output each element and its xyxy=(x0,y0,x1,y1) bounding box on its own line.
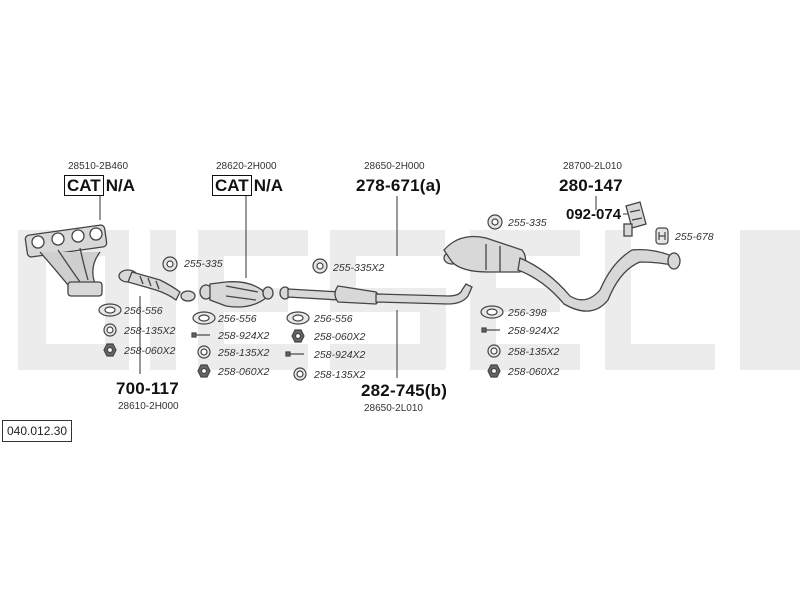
front-pipe-part-number: 700-117 xyxy=(116,379,179,398)
rear-mount-part xyxy=(623,201,647,237)
hanger-label: 255-335 xyxy=(508,217,547,229)
fitting-label: 258-135X2 xyxy=(124,325,176,337)
fitting-label: 258-924X2 xyxy=(314,349,366,361)
bolt-icon xyxy=(191,332,210,338)
fitting-label: 256-556 xyxy=(314,313,353,325)
mid-pipe-b-part-number: 282-745(b) xyxy=(361,381,448,400)
diagram-code-label: 040.012.30 xyxy=(2,420,73,442)
gasket-icon xyxy=(192,311,216,325)
hanger-label: 255-678 xyxy=(675,231,714,243)
fitting-label: 258-060X2 xyxy=(124,345,176,357)
gasket-icon xyxy=(286,311,310,325)
rear-mount-part-number: 092-074 xyxy=(566,206,622,223)
manifold-part xyxy=(24,224,108,297)
fitting-label: 258-135X2 xyxy=(314,369,366,381)
bolt-icon xyxy=(481,327,500,333)
na-text: N/A xyxy=(253,176,283,195)
hanger-icon xyxy=(162,256,178,272)
rear-silencer-part-number: 280-147 xyxy=(559,176,623,195)
fitting-label: 258-060X2 xyxy=(314,331,366,343)
catalyst-part xyxy=(199,281,274,308)
clamp-icon xyxy=(487,344,501,358)
fitting-label: 256-556 xyxy=(124,305,163,317)
fitting-label: 258-924X2 xyxy=(218,330,270,342)
gasket-icon xyxy=(480,305,504,319)
hanger-label: 255-335X2 xyxy=(333,262,385,274)
manifold-oem-number: 28510-2B460 xyxy=(68,161,129,172)
mid-pipe-part xyxy=(279,283,473,305)
bolt-icon xyxy=(285,351,304,357)
hanger-label: 255-335 xyxy=(184,258,223,270)
fitting-label: 258-135X2 xyxy=(218,347,270,359)
front-pipe-oem-number: 28610-2H000 xyxy=(118,401,179,412)
fitting-label: 258-060X2 xyxy=(218,366,270,378)
clamp-icon xyxy=(103,323,117,337)
mid-pipe-a-part-number: 278-671(a) xyxy=(356,176,442,195)
clamp-icon xyxy=(293,367,307,381)
catalyst-oem-number: 28620-2H000 xyxy=(216,161,277,172)
mid-pipe-a-oem-number: 28650-2H000 xyxy=(364,161,425,172)
nut-icon xyxy=(291,329,305,343)
nut-icon xyxy=(197,364,211,378)
rear-silencer-oem-number: 28700-2L010 xyxy=(563,161,622,172)
cat-badge: CAT xyxy=(212,175,252,196)
clamp-icon xyxy=(197,345,211,359)
hanger-icon xyxy=(487,214,503,230)
cat-badge: CAT xyxy=(64,175,104,196)
fitting-icons xyxy=(98,303,504,381)
rear-silencer-part xyxy=(443,235,681,312)
fitting-label: 256-556 xyxy=(218,313,257,325)
hanger-h-icon xyxy=(655,227,669,245)
na-text: N/A xyxy=(105,176,135,195)
fitting-label: 258-924X2 xyxy=(508,325,560,337)
fitting-label: 258-135X2 xyxy=(508,346,560,358)
gasket-icon xyxy=(98,303,122,317)
fitting-label: 256-398 xyxy=(508,307,547,319)
nut-icon xyxy=(103,343,117,357)
mid-pipe-b-oem-number: 28650-2L010 xyxy=(364,403,423,414)
fitting-label: 258-060X2 xyxy=(508,366,560,378)
hangers xyxy=(162,214,669,274)
nut-icon xyxy=(487,364,501,378)
front-pipe-part xyxy=(118,269,196,302)
hanger-icon xyxy=(312,258,328,274)
